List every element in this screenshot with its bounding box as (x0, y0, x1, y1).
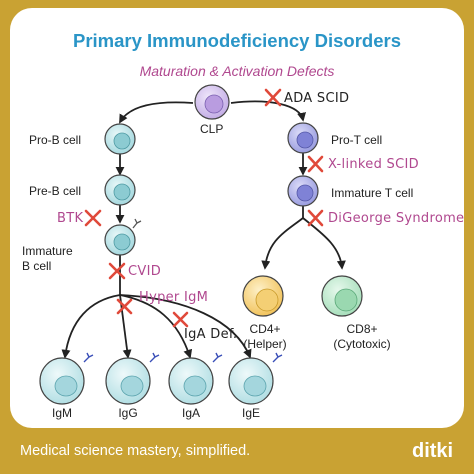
page-title: Primary Immunodeficiency Disorders (73, 30, 401, 51)
cd4-label-line2: (Helper) (243, 337, 287, 351)
cd8-label-line1: CD8+ (346, 322, 378, 336)
iga-def-cross-icon (172, 311, 189, 328)
immature-t-label: Immature T cell (331, 186, 414, 200)
cvid-cross-icon (108, 262, 126, 280)
ditki-logo: ditki (412, 440, 454, 462)
iga-label: IgA (181, 406, 201, 420)
clp-label: CLP (200, 122, 224, 136)
ada-scid-label: ADA SCID (284, 91, 350, 106)
igm-label: IgM (51, 406, 73, 420)
ige-plasma-cell (228, 352, 283, 405)
x-scid-cross-icon (307, 155, 324, 173)
igm-plasma-cell (39, 352, 94, 405)
cvid-label: CVID (128, 264, 162, 279)
x-linked-scid-label: X-linked SCID (328, 157, 419, 172)
page-subtitle: Maturation & Activation Defects (139, 63, 335, 79)
cd4-helper-cell (242, 275, 284, 317)
immature-b-cell (104, 218, 142, 256)
pre-b-label: Pre-B cell (29, 184, 82, 198)
igg-plasma-cell (105, 352, 160, 405)
btk-cross-icon (84, 209, 102, 227)
pre-b-cell (104, 174, 136, 206)
clp-cell (194, 84, 230, 120)
cd8-cytotoxic-cell (321, 275, 363, 317)
immature-b-label-line2: B cell (22, 259, 52, 273)
connector-lines (61, 100, 346, 359)
pro-b-cell (104, 123, 136, 155)
pro-b-label: Pro-B cell (29, 133, 82, 147)
btk-label: BTK (57, 211, 84, 226)
pro-t-cell (287, 122, 319, 154)
ada-scid-cross-icon (264, 88, 282, 107)
hyper-igm-cross-icon (116, 298, 133, 315)
iga-plasma-cell (168, 352, 223, 405)
iga-deficiency-label: IgA Def. (184, 327, 238, 342)
igg-label: IgG (118, 406, 138, 420)
content-card (10, 8, 464, 428)
immature-t-cell (287, 175, 319, 207)
digeorge-syndrome-label: DiGeorge Syndrome (328, 211, 465, 226)
footer-tagline: Medical science mastery, simplified. (20, 443, 251, 459)
pro-t-label: Pro-T cell (331, 133, 383, 147)
hyper-igm-label: Hyper IgM (139, 290, 209, 305)
immature-b-label-line1: Immature (22, 244, 73, 258)
digeorge-cross-icon (307, 209, 324, 227)
cd4-label-line1: CD4+ (249, 322, 281, 336)
ige-label: IgE (241, 406, 261, 420)
cd8-label-line2: (Cytotoxic) (333, 337, 391, 351)
block-marks (84, 88, 324, 328)
